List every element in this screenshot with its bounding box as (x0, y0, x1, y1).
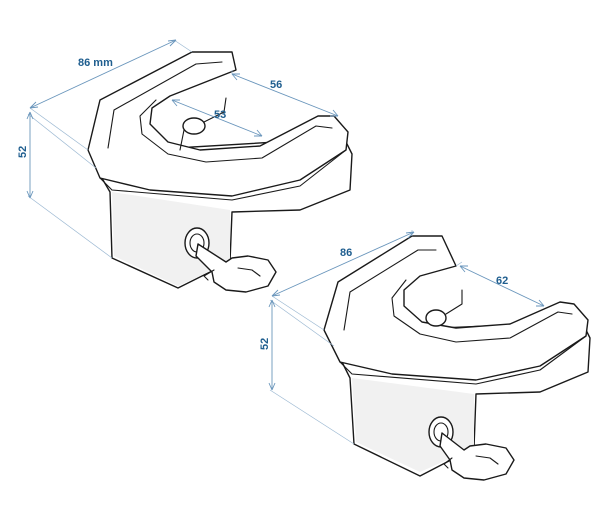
dim-line-top-opening-inner (171, 99, 263, 137)
lock-bottom-u-inner-rim (343, 249, 573, 343)
lock-bottom-u-edge (339, 335, 587, 385)
lock-top-key (195, 243, 277, 293)
lock-bottom-key-bit (443, 455, 499, 469)
lock-bottom-u-clamp (323, 235, 589, 381)
dim-label-bottom-height: 52 (259, 338, 271, 350)
dim-label-top-width: 86 mm (78, 57, 113, 69)
lock-top-u-inner-rim (107, 61, 333, 163)
dim-label-top-height: 52 (17, 146, 29, 158)
lock-top-u-edge (99, 149, 347, 201)
lock-bottom-pin (425, 309, 447, 327)
lock-top (87, 51, 353, 293)
lock-bottom-pin-shaft (445, 289, 463, 315)
dim-label-top-opening-outer: 56 (270, 79, 282, 91)
lock-top-front-face (112, 192, 230, 286)
dim-label-bottom-width: 86 (340, 247, 352, 259)
lock-top-dimensions: 86 mm 52 56 53 (17, 39, 339, 259)
lock-bottom (323, 235, 591, 481)
dim-label-top-opening-inner: 53 (214, 109, 226, 121)
dim-label-bottom-opening: 62 (496, 275, 508, 287)
dim-line-bottom-width (271, 231, 415, 297)
dim-line-top-opening-outer (231, 73, 339, 117)
lock-top-key-bit (203, 267, 261, 281)
lock-top-u-clamp (87, 51, 349, 197)
lock-top-pin (182, 117, 206, 135)
dim-line-top-width (29, 39, 177, 109)
dim-line-bottom-opening (459, 265, 545, 307)
lock-top-pin-shaft (179, 97, 227, 151)
lock-bottom-dimensions: 86 52 62 (259, 230, 545, 445)
